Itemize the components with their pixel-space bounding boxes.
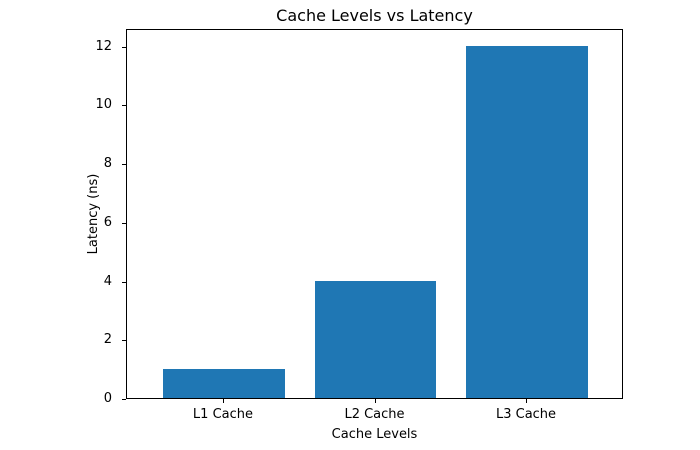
chart-title: Cache Levels vs Latency <box>276 6 473 25</box>
plot-area <box>126 29 623 399</box>
x-axis-label: Cache Levels <box>331 427 418 442</box>
y-tick-label: 2 <box>103 332 112 348</box>
x-tick-mark <box>222 399 224 403</box>
y-tick-mark <box>122 164 126 166</box>
y-tick-mark <box>122 105 126 107</box>
y-tick-mark <box>122 281 126 283</box>
y-tick-label: 8 <box>103 156 112 172</box>
y-tick-label: 12 <box>95 38 112 54</box>
y-tick-mark <box>122 340 126 342</box>
y-tick-mark <box>122 399 126 400</box>
x-tick-mark <box>526 399 528 403</box>
bar-l2-cache <box>314 280 437 398</box>
y-tick-label: 0 <box>103 391 112 406</box>
bar-l3-cache <box>466 45 588 398</box>
x-tick-label: L2 Cache <box>344 407 405 422</box>
x-tick-label: L3 Cache <box>495 407 557 422</box>
y-tick-mark <box>122 46 126 48</box>
y-tick-label: 10 <box>95 97 112 113</box>
x-tick-label: L1 Cache <box>192 407 253 422</box>
bar-l1-cache <box>163 368 285 398</box>
y-axis-label: Latency (ns) <box>86 173 101 255</box>
y-tick-label: 4 <box>103 273 112 289</box>
y-tick-mark <box>122 222 126 224</box>
y-tick-label: 6 <box>103 214 112 230</box>
x-tick-mark <box>374 399 376 403</box>
